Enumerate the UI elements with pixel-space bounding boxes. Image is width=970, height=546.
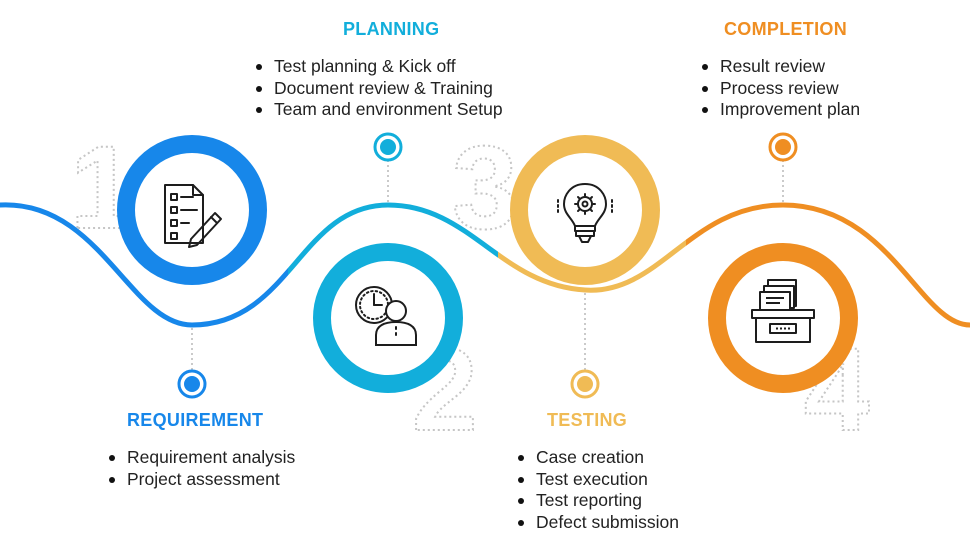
- stage-title-testing: TESTING: [547, 410, 628, 430]
- lightbulb-gear-icon: [557, 183, 613, 243]
- list-item: Case creation: [516, 447, 679, 469]
- stage-list-completion: Result review Process review Improvement…: [700, 56, 860, 121]
- wave-segment-completion: [686, 202, 970, 328]
- list-item: Defect submission: [516, 512, 679, 534]
- list-item: Requirement analysis: [107, 447, 295, 469]
- list-item: Process review: [700, 78, 860, 100]
- clock-person-icon: [355, 286, 417, 346]
- stage-title-planning: PLANNING: [343, 19, 440, 39]
- stage-list-planning: Test planning & Kick off Document review…: [254, 56, 503, 121]
- stage-list-testing: Case creation Test execution Test report…: [516, 447, 679, 533]
- archive-box-icon: [751, 279, 815, 343]
- wave-segment-requirement: [0, 202, 288, 328]
- marker-completion: [768, 132, 798, 162]
- marker-requirement: [177, 369, 207, 399]
- list-item: Test reporting: [516, 490, 679, 512]
- list-item: Test planning & Kick off: [254, 56, 503, 78]
- list-item: Result review: [700, 56, 860, 78]
- list-item: Test execution: [516, 469, 679, 491]
- checklist-pencil-icon: [164, 184, 222, 248]
- wave-line: [0, 202, 970, 328]
- list-item: Improvement plan: [700, 99, 860, 121]
- connectors: [191, 160, 784, 370]
- list-item: Document review & Training: [254, 78, 503, 100]
- stage-title-requirement: REQUIREMENT: [127, 410, 264, 430]
- step-number-3: 3: [452, 122, 518, 254]
- wave-segment-planning: [288, 202, 498, 276]
- list-item: Project assessment: [107, 469, 295, 491]
- stage-list-requirement: Requirement analysis Project assessment: [107, 447, 295, 490]
- stage-title-completion: COMPLETION: [724, 19, 847, 39]
- markers: [177, 132, 798, 399]
- marker-planning: [373, 132, 403, 162]
- list-item: Team and environment Setup: [254, 99, 503, 121]
- marker-testing: [570, 369, 600, 399]
